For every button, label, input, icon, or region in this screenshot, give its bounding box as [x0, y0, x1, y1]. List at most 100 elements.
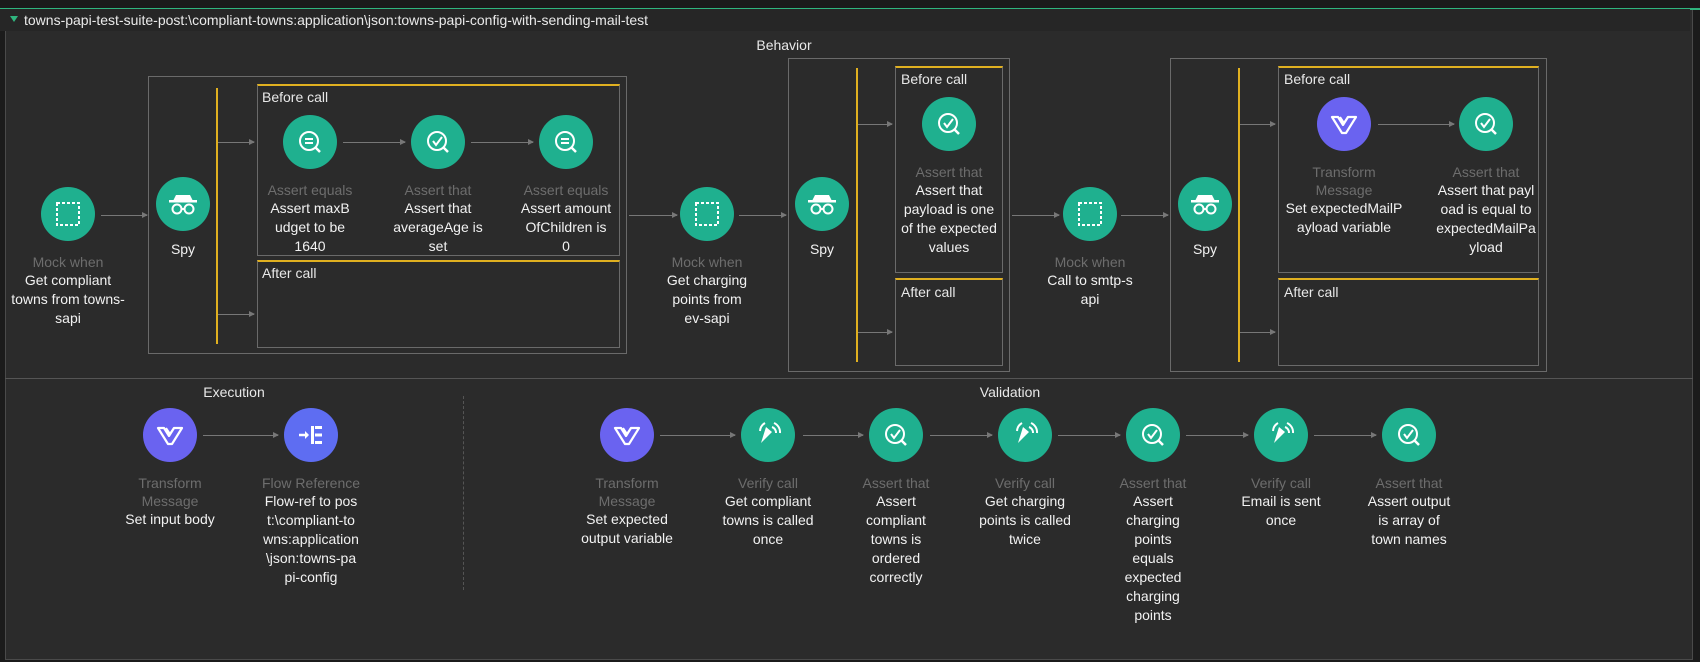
spy-node-2[interactable]: Spy: [762, 177, 882, 257]
node-type: Mock when: [32, 254, 104, 270]
after-call-label: After call: [262, 265, 317, 281]
spy-node-3[interactable]: Spy: [1145, 177, 1265, 257]
transform-icon: [143, 408, 197, 462]
verify-call-icon: [998, 408, 1052, 462]
node-type: Flow Reference: [261, 475, 361, 491]
spy-icon: [1178, 177, 1232, 231]
node-type: Assert equals: [267, 182, 353, 198]
after-call-label: After call: [901, 284, 956, 300]
verify-call-node-3[interactable]: Verify call Email is sent once: [1221, 408, 1341, 530]
mock-when-node-1[interactable]: Mock when Get compliant towns from towns…: [8, 187, 128, 328]
arrow: [803, 432, 864, 438]
arrow: [203, 432, 279, 438]
arrow: [858, 121, 893, 127]
verify-call-node-1[interactable]: Verify call Get compliant towns is calle…: [708, 408, 828, 549]
after-call-box-3: [1278, 278, 1539, 366]
assert-that-icon: [869, 408, 923, 462]
section-execution: Execution: [203, 384, 265, 400]
node-desc: Assert that payload is equal to expected…: [1436, 182, 1536, 255]
node-desc: Assert amountOfChildren is 0: [520, 200, 612, 254]
node-type: Assert that: [862, 475, 930, 491]
node-desc: Assert compliant towns is ordered correc…: [866, 493, 926, 585]
node-type: Assert that: [1119, 475, 1187, 491]
flow-reference-node[interactable]: Flow Reference Flow-ref to post:\complia…: [251, 408, 371, 587]
arrow: [1012, 212, 1060, 218]
node-desc: Assert maxBudget to be 1640: [270, 200, 350, 254]
after-call-label: After call: [1284, 284, 1339, 300]
assert-that-icon: [1126, 408, 1180, 462]
node-type: Assert that: [915, 164, 983, 180]
arrow: [218, 311, 255, 317]
arrow: [629, 212, 678, 218]
node-desc: Get charging points from ev-sapi: [666, 272, 748, 326]
node-desc: Call to smtp-sapi: [1047, 272, 1133, 307]
node-desc: Get compliant towns from towns-sapi: [11, 272, 125, 326]
assert-equals-node-2[interactable]: Assert equals Assert amountOfChildren is…: [506, 115, 626, 256]
arrow: [1240, 121, 1276, 127]
node-desc: Set input body: [125, 511, 215, 527]
before-call-box-2: [895, 66, 1003, 273]
arrow: [471, 139, 534, 145]
dashed-divider: [463, 396, 464, 590]
node-desc: Flow-ref to post:\compliant-towns:applic…: [263, 493, 359, 585]
assert-that-node-2[interactable]: Assert that Assert that payload is one o…: [889, 97, 1009, 257]
verify-call-icon: [1254, 408, 1308, 462]
verify-call-node-2[interactable]: Verify call Get charging points is calle…: [965, 408, 1085, 549]
spy-bar-2: [856, 68, 858, 362]
assert-that-node-6[interactable]: Assert that Assert output is array of to…: [1349, 408, 1469, 549]
assert-that-node-1[interactable]: Assert that Assert that averageAge is se…: [378, 115, 498, 256]
mock-when-node-2[interactable]: Mock when Get charging points from ev-sa…: [647, 187, 767, 328]
node-desc: Assert output is array of town names: [1367, 493, 1451, 547]
assert-equals-icon: [539, 115, 593, 169]
node-type: Transform Message: [1312, 164, 1376, 198]
mock-when-node-3[interactable]: Mock when Call to smtp-sapi: [1030, 187, 1150, 309]
node-type: Verify call: [738, 475, 798, 491]
assert-that-icon: [1459, 97, 1513, 151]
spy-icon: [795, 177, 849, 231]
transform-message-node-3[interactable]: Transform Message Set expected output va…: [567, 408, 687, 548]
transform-message-node-1[interactable]: Transform Message Set expectedMailPayloa…: [1284, 97, 1404, 237]
arrow: [1058, 432, 1121, 438]
transform-message-node-2[interactable]: Transform Message Set input body: [110, 408, 230, 529]
verify-call-icon: [741, 408, 795, 462]
node-desc: Set expectedMailPayload variable: [1285, 200, 1403, 235]
node-type: Mock when: [1054, 254, 1126, 270]
assert-equals-icon: [283, 115, 337, 169]
test-canvas: [5, 8, 1693, 660]
spy-label: Spy: [1192, 241, 1218, 257]
assert-that-node-3[interactable]: Assert that Assert that payload is equal…: [1426, 97, 1546, 257]
arrow: [101, 212, 148, 218]
assert-that-node-4[interactable]: Assert that Assert compliant towns is or…: [836, 408, 956, 587]
mock-icon: [1063, 187, 1117, 241]
arrow: [218, 139, 255, 145]
assert-that-node-5[interactable]: Assert that Assert charging points equal…: [1093, 408, 1213, 625]
arrow: [1121, 212, 1169, 218]
assert-that-icon: [922, 97, 976, 151]
node-type: Verify call: [1251, 475, 1311, 491]
mock-icon: [680, 187, 734, 241]
section-validation: Validation: [979, 384, 1041, 400]
collapse-triangle-icon[interactable]: [10, 16, 18, 23]
node-desc: Assert that payload is one of the expect…: [901, 182, 997, 255]
node-desc: Set expected output variable: [581, 511, 673, 546]
node-desc: Email is sent once: [1241, 493, 1321, 528]
test-title-bar[interactable]: towns-papi-test-suite-post:\compliant-to…: [0, 9, 1690, 31]
section-divider: [5, 378, 1693, 379]
spy-icon: [156, 177, 210, 231]
node-desc: Assert charging points equals expected c…: [1124, 493, 1182, 623]
arrow: [1186, 432, 1249, 438]
arrow: [1240, 329, 1276, 335]
section-behavior: Behavior: [756, 37, 812, 53]
assert-equals-node-1[interactable]: Assert equals Assert maxBudget to be 164…: [250, 115, 370, 256]
spy-container-2: [788, 58, 1010, 372]
spy-bar-3: [1238, 68, 1240, 362]
before-call-box-3: [1278, 66, 1539, 273]
arrow: [930, 432, 993, 438]
arrow: [1378, 121, 1455, 127]
spy-node-1[interactable]: Spy: [123, 177, 243, 257]
before-call-label: Before call: [1284, 71, 1351, 87]
spy-container-3: [1170, 58, 1547, 372]
assert-that-icon: [1382, 408, 1436, 462]
transform-icon: [1317, 97, 1371, 151]
after-call-box-2: [895, 278, 1003, 366]
